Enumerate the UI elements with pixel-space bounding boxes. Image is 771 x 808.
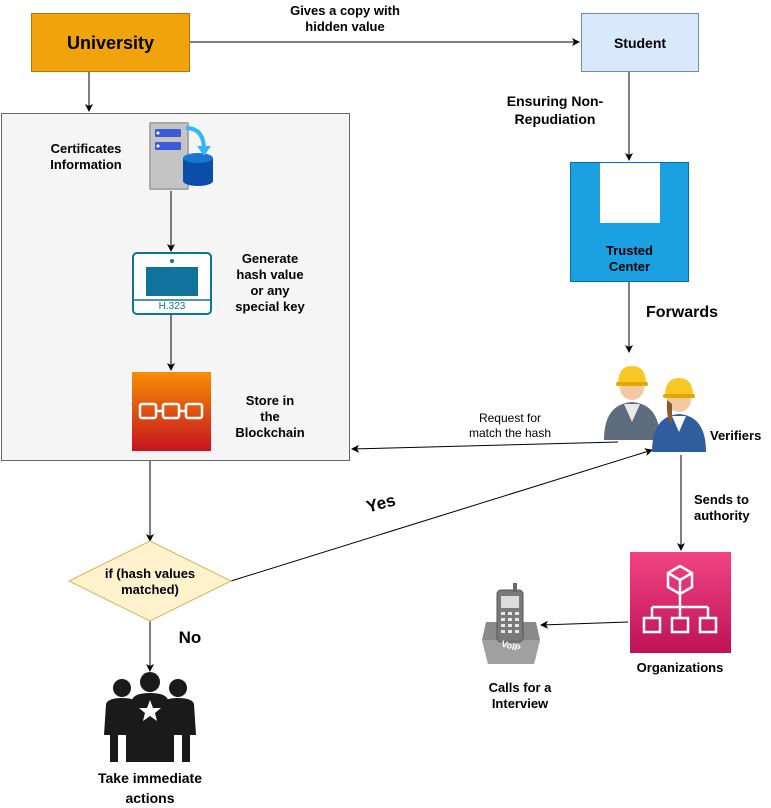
sends-authority-label: Sends to authority bbox=[694, 492, 750, 523]
team-icon bbox=[104, 672, 196, 762]
organizations-label: Organizations bbox=[636, 660, 724, 675]
verifiers-label: Verifiers bbox=[710, 428, 762, 443]
no-label: No bbox=[178, 628, 202, 647]
terminal-label: H.323 bbox=[158, 301, 186, 312]
request-label: Request for match the hash bbox=[468, 411, 552, 440]
trusted-center-label: Trusted Center bbox=[606, 243, 653, 274]
calls-interview-label: Calls for a Interview bbox=[488, 680, 552, 711]
decision-diamond bbox=[67, 540, 233, 622]
take-actions-label: Take immediate actions bbox=[97, 770, 202, 806]
edge-verifiers-group bbox=[351, 441, 619, 453]
organizations-tile bbox=[630, 552, 731, 653]
server-database-icon bbox=[149, 122, 213, 190]
verifiers-icon bbox=[604, 366, 706, 452]
certificates-label: Certificates Information bbox=[50, 141, 122, 172]
decision-label: if (hash values matched) bbox=[104, 566, 196, 597]
org-structure-icon bbox=[642, 564, 718, 634]
voip-phone-icon bbox=[482, 583, 540, 664]
store-blockchain-label: Store in the Blockchain bbox=[235, 393, 305, 440]
edge-org-calls bbox=[540, 620, 629, 629]
student-node: Student bbox=[581, 13, 699, 72]
forwards-label: Forwards bbox=[646, 304, 719, 321]
building-icon-frame bbox=[600, 163, 660, 223]
terminal-icon bbox=[132, 252, 212, 315]
university-node: University bbox=[31, 13, 190, 72]
blockchain-tile bbox=[132, 372, 211, 451]
generate-hash-label: Generate hash value or any special key bbox=[235, 251, 305, 314]
edge-decision-verifiers bbox=[230, 448, 653, 582]
ensuring-label: Ensuring Non- Repudiation bbox=[506, 93, 604, 127]
trusted-center-node: Trusted Center bbox=[570, 162, 689, 282]
gives-copy-label: Gives a copy with hidden value bbox=[290, 3, 400, 34]
chain-icon bbox=[138, 402, 204, 420]
